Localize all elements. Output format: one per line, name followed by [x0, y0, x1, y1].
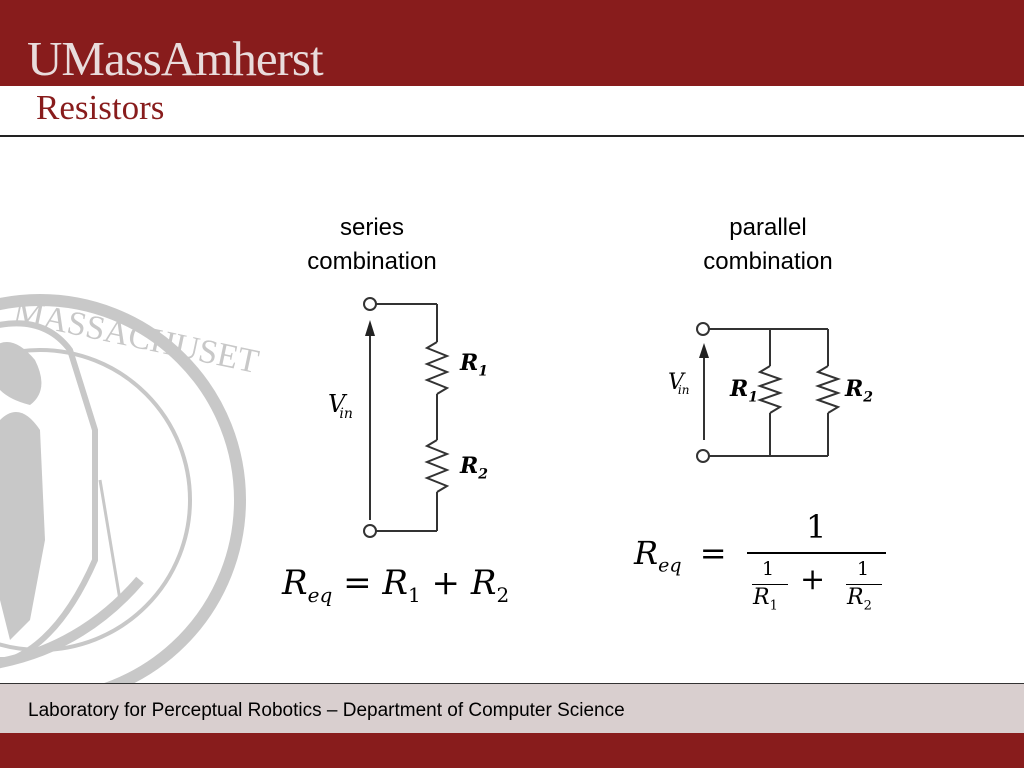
parallel-frac2-bar [846, 584, 882, 585]
series-bottom-terminal [363, 524, 377, 538]
title-divider [0, 135, 1024, 137]
parallel-eq-fraction-bar [747, 552, 886, 554]
massachusetts-seal-icon: MASSACHUSETTS [0, 293, 260, 690]
series-eq-term1: R [382, 563, 408, 603]
parallel-frac1-bar [752, 584, 788, 585]
parallel-r1-subscript: 1 [748, 389, 759, 406]
parallel-r2-label: R2 [845, 376, 873, 405]
parallel-top-terminal [696, 322, 710, 336]
series-eq-term1-sub: 1 [407, 582, 421, 607]
parallel-frac2-den-sub: 2 [863, 598, 872, 614]
parallel-vin-label: Vin [668, 370, 695, 397]
series-eq-lhs: R [282, 563, 308, 603]
series-label-line2: combination [307, 248, 437, 275]
svg-text:MASSACHUSETTS: MASSACHUSETTS [10, 293, 260, 389]
parallel-r2-subscript: 2 [863, 389, 874, 406]
series-r1-label: R1 [460, 350, 488, 379]
series-r2-label: R2 [460, 453, 488, 482]
parallel-r1-label: R1 [730, 376, 758, 405]
series-eq-term2: R [470, 563, 497, 603]
footer-text: Laboratory for Perceptual Robotics – Dep… [28, 700, 625, 721]
series-eq-lhs-sub: eq [307, 582, 333, 607]
parallel-bottom-terminal [696, 449, 710, 463]
parallel-voltage-arrow [699, 343, 709, 358]
footer-bar: Laboratory for Perceptual Robotics – Dep… [0, 683, 1024, 734]
slide-title: Resistors [36, 88, 165, 127]
parallel-frac1-den-symbol: R [753, 585, 770, 610]
series-r2-symbol: R [460, 453, 479, 479]
parallel-label: parallel combination [668, 211, 868, 279]
bottom-brand-bar [0, 733, 1024, 768]
series-vin-label: Vin [328, 390, 359, 422]
series-top-terminal [363, 297, 377, 311]
parallel-v-subscript: in [677, 383, 690, 398]
series-eq-term2-sub: 2 [496, 582, 510, 607]
parallel-r1-symbol: R [730, 376, 749, 402]
parallel-frac1-denominator: R1 [753, 585, 778, 613]
parallel-equation-lhs: Req = [634, 534, 727, 576]
parallel-frac1-numerator: 1 [762, 558, 775, 580]
parallel-v-symbol: V [668, 370, 684, 395]
series-v-subscript: in [339, 405, 353, 422]
series-label: series combination [272, 211, 472, 279]
parallel-eq-lhs: R [634, 534, 659, 572]
series-r2-subscript: 2 [478, 466, 489, 483]
umass-logo: UMassAmherst [27, 31, 324, 86]
parallel-frac1-den-sub: 1 [769, 598, 778, 614]
series-eq-plus: + [431, 563, 461, 603]
header-bar: UMassAmherst [0, 0, 1024, 86]
series-r1-subscript: 1 [478, 363, 489, 380]
parallel-label-line1: parallel [729, 214, 807, 241]
series-equation: Req = R1 + R2 [282, 563, 509, 607]
parallel-frac2-numerator: 1 [857, 558, 870, 580]
parallel-frac2-denominator: R2 [847, 585, 872, 613]
parallel-label-line2: combination [703, 248, 833, 275]
parallel-r2-symbol: R [845, 376, 864, 402]
parallel-eq-plus: + [800, 562, 826, 597]
parallel-eq-numerator: 1 [806, 508, 827, 546]
series-voltage-arrow [365, 320, 375, 336]
parallel-eq-lhs-sub: eq [658, 554, 682, 577]
series-eq-equals: = [343, 563, 372, 603]
parallel-eq-equals: = [699, 534, 727, 572]
parallel-frac2-den-symbol: R [847, 585, 864, 610]
series-r1-symbol: R [460, 350, 479, 376]
series-v-symbol: V [328, 390, 346, 418]
series-label-line1: series [339, 214, 405, 241]
